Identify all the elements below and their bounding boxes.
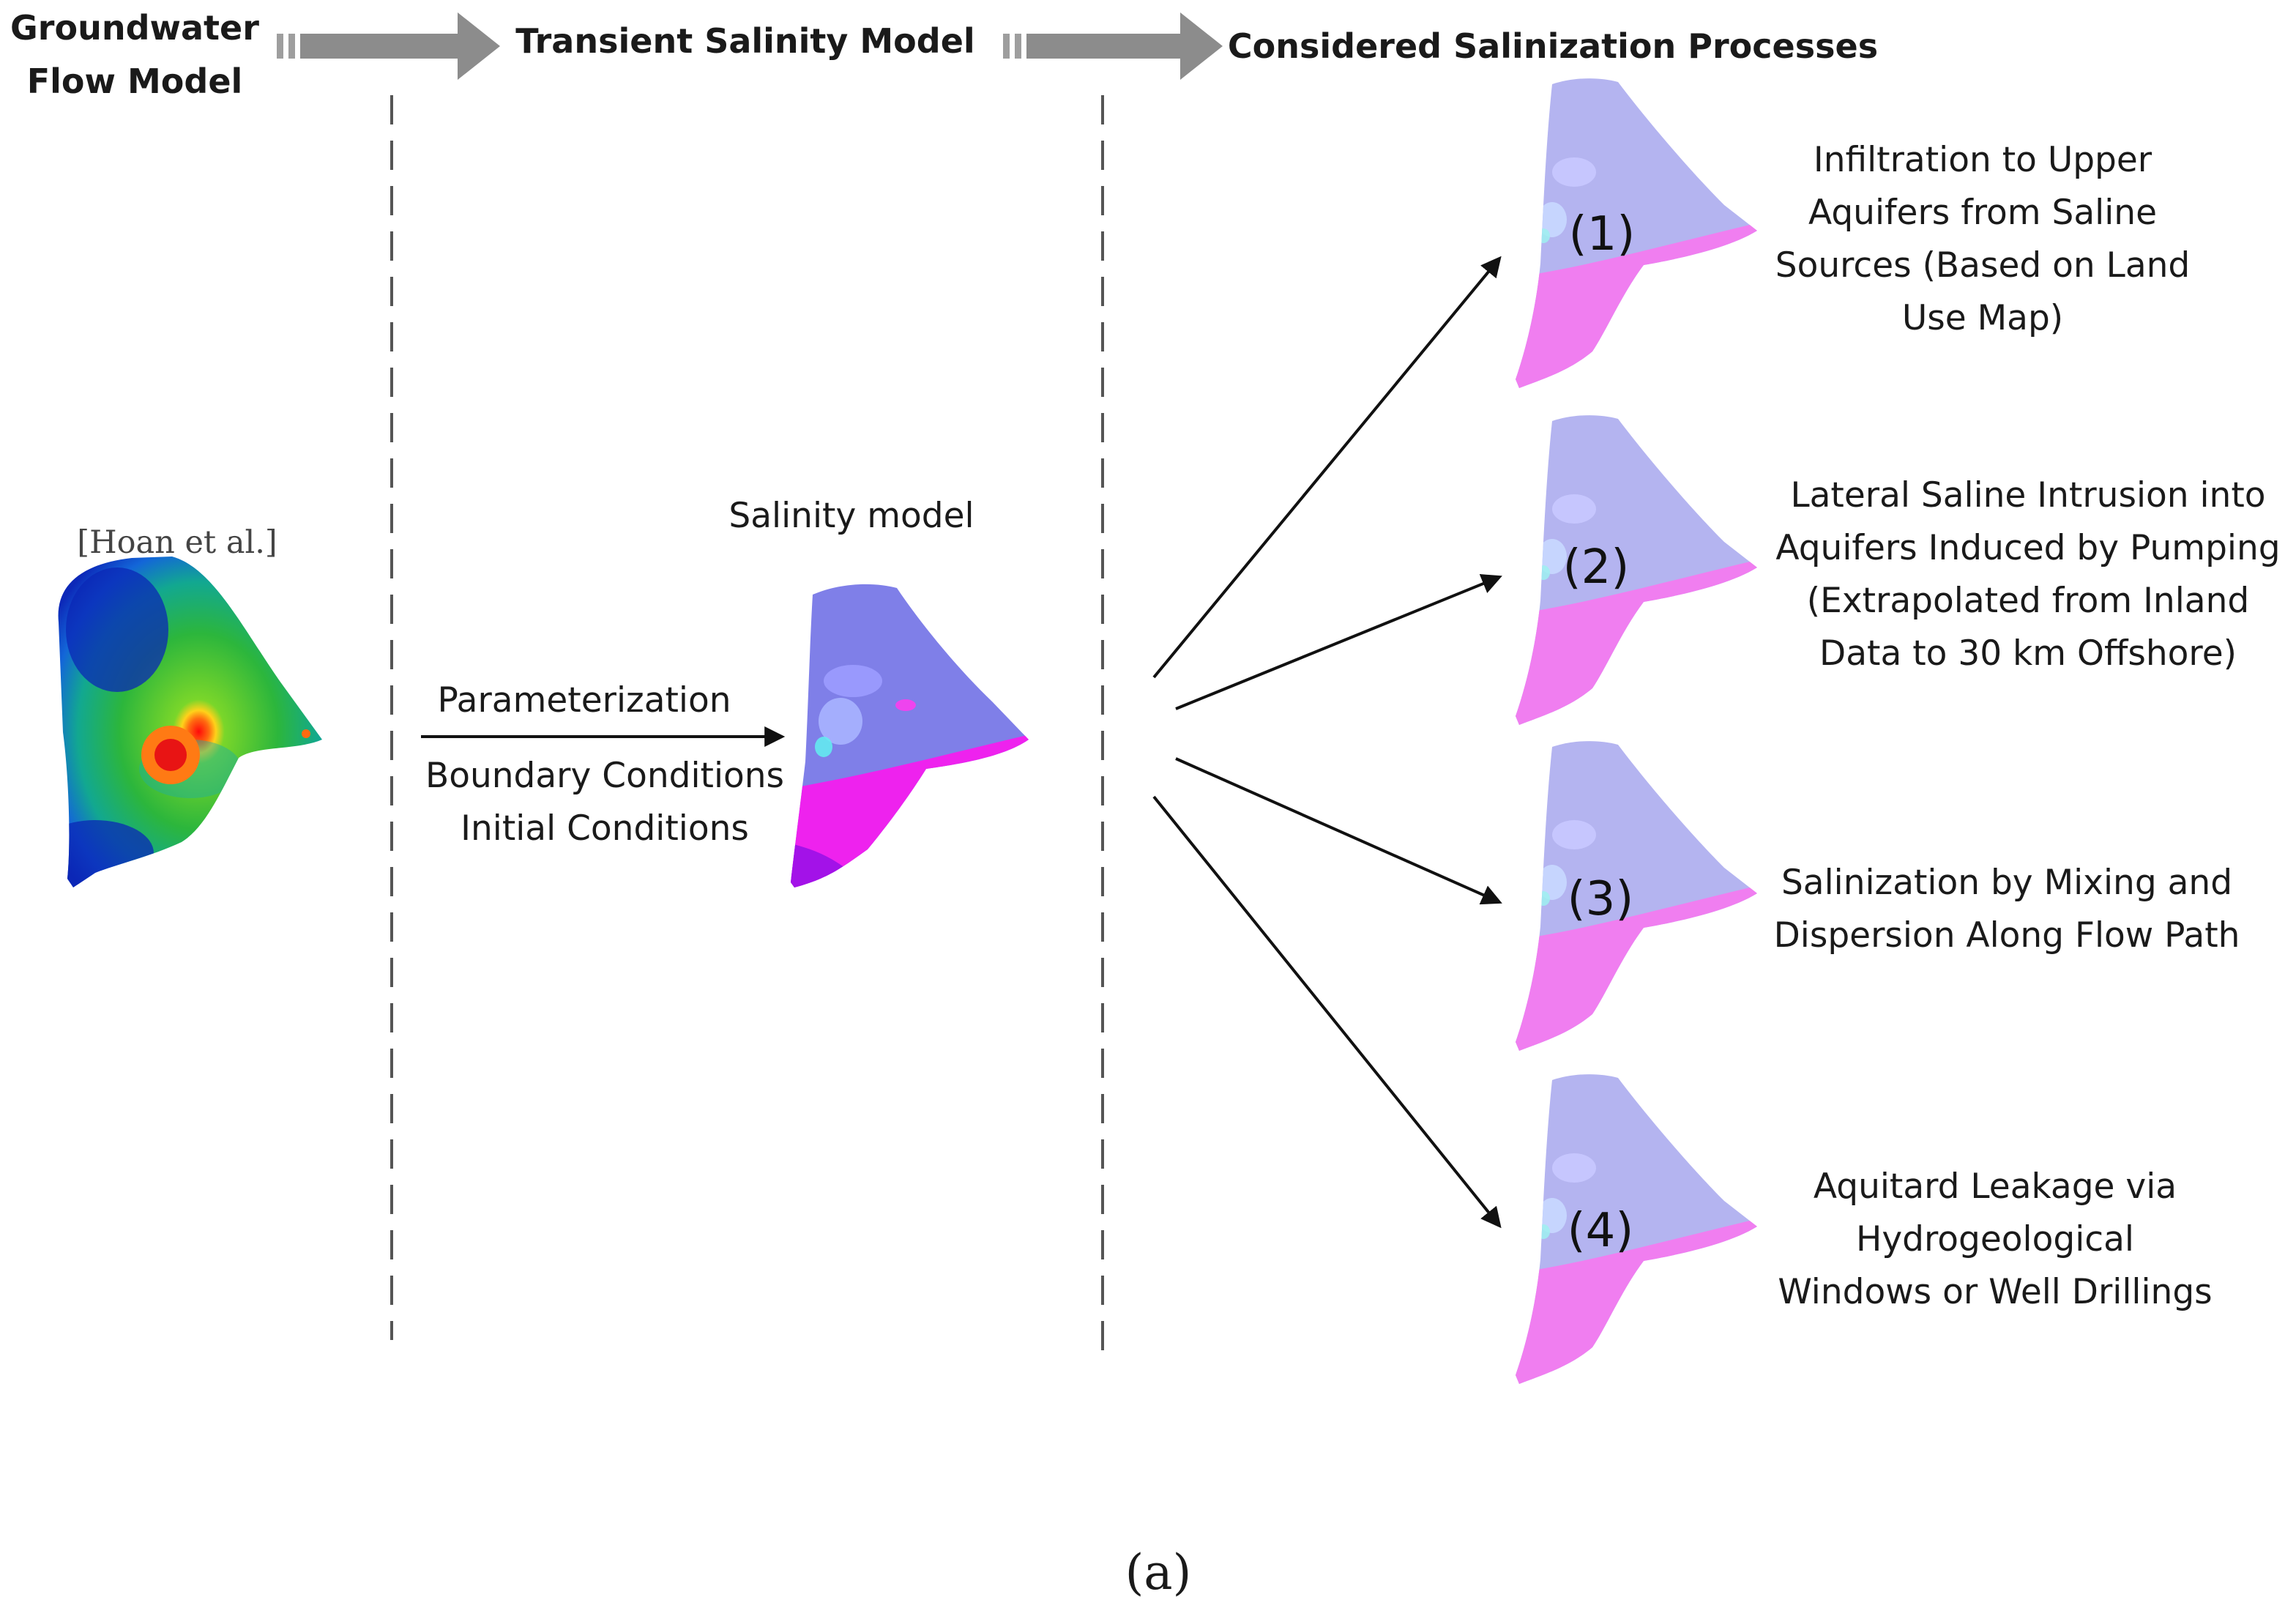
process-map-patch [1552, 820, 1596, 849]
process-map-patch [1552, 157, 1596, 187]
process-panel-3: (3) Salinization by Mixing and Dispersio… [1516, 741, 2240, 1051]
parameterization-label: Parameterization [437, 680, 731, 721]
connector-arrow-3 [1175, 757, 1502, 905]
process-map-cyan-spot [1537, 1224, 1550, 1239]
process-panel-1: (1) Infiltration to Upper Aquifers from … [1516, 78, 2191, 388]
stage-groundwater-flow-model: Groundwater Flow Model [10, 8, 259, 101]
process-description-line: Aquifers from Saline [1808, 193, 2157, 233]
stage-title-line-1: Groundwater [10, 8, 259, 48]
process-number: (3) [1568, 872, 1634, 926]
salinity-map-cyan-spot [815, 737, 832, 757]
stage-arrow-1 [277, 12, 500, 80]
stage-arrow-2 [1003, 12, 1223, 80]
flow-map-blue-zone [66, 567, 168, 692]
process-map-cyan-spot [1537, 565, 1550, 580]
process-description-line: Aquitard Leakage via [1814, 1166, 2177, 1207]
panel-label: (a) [1125, 1544, 1192, 1601]
process-description-line: Infiltration to Upper [1814, 140, 2152, 180]
stage-arrow-1-hatch [277, 34, 283, 59]
salinity-map-magenta-spot [895, 699, 916, 711]
process-description-line: Aquifers Induced by Pumping [1775, 528, 2280, 568]
stage-arrow-2-hatch [1003, 34, 1010, 59]
stage-arrow-2-hatch [1015, 34, 1021, 59]
connector-arrow-2 [1175, 574, 1502, 710]
connector-arrows [1152, 256, 1502, 1229]
stage-title-transient-salinity-model: Transient Salinity Model [515, 21, 974, 61]
flow-map-hotspot [154, 739, 187, 771]
process-number: (1) [1569, 207, 1636, 261]
process-map-patch [1538, 202, 1567, 237]
flow-model-citation: [Hoan et al.] [77, 524, 277, 561]
process-map-cyan-spot [1537, 228, 1550, 243]
process-description-line: Sources (Based on Land [1775, 245, 2191, 286]
salinity-model-title: Salinity model [728, 496, 974, 536]
process-description-line: (Extrapolated from Inland [1807, 581, 2249, 621]
stage-title-line-2: Flow Model [27, 62, 243, 101]
connector-arrow-1 [1152, 256, 1502, 679]
groundwater-flow-map [58, 557, 322, 887]
process-panel-4: (4) Aquitard Leakage via Hydrogeological… [1516, 1074, 2213, 1384]
process-panel-2: (2) Lateral Saline Intrusion into Aquife… [1516, 415, 2281, 725]
process-map-cyan-spot [1537, 891, 1550, 906]
initial-conditions-label: Initial Conditions [461, 808, 749, 849]
process-description-line: Data to 30 km Offshore) [1819, 633, 2237, 674]
process-map-patch [1538, 1198, 1567, 1233]
flow-map-blue-zone [58, 820, 154, 886]
stage-arrow-1-hatch [288, 34, 295, 59]
process-number: (4) [1568, 1204, 1634, 1258]
flow-map-tip-spot [302, 729, 310, 738]
process-description-line: Hydrogeological [1856, 1219, 2134, 1259]
process-description-line: Lateral Saline Intrusion into [1790, 475, 2265, 516]
process-map-patch [1552, 1153, 1596, 1183]
salinity-map-patch [819, 698, 862, 745]
process-map-patch [1538, 865, 1567, 900]
salinity-map-patch [824, 665, 882, 697]
process-description-line: Dispersion Along Flow Path [1774, 915, 2240, 956]
process-number: (2) [1563, 540, 1630, 595]
connector-arrow-4 [1152, 795, 1502, 1229]
stage-arrow-1-body [300, 12, 500, 80]
boundary-conditions-label: Boundary Conditions [425, 756, 784, 796]
process-description-line: Use Map) [1902, 298, 2063, 338]
stage-arrow-2-body [1026, 12, 1223, 80]
process-map-patch [1538, 539, 1567, 574]
process-map-patch [1552, 494, 1596, 524]
stage-title-considered-processes: Considered Salinization Processes [1228, 26, 1878, 66]
salinity-map [791, 584, 1029, 887]
process-description-line: Salinization by Mixing and [1781, 863, 2232, 903]
process-description-line: Windows or Well Drillings [1778, 1272, 2212, 1312]
